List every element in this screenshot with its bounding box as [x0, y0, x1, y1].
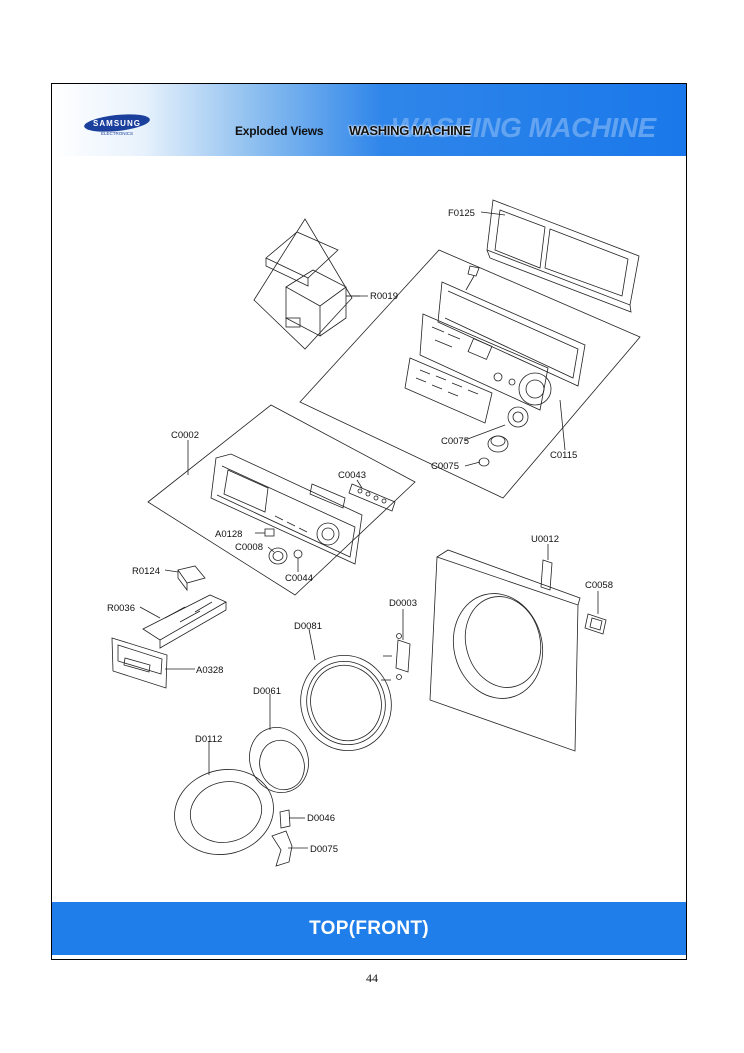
label-d0046: D0046 [307, 813, 335, 824]
label-d0112: D0112 [195, 734, 222, 745]
view-title: TOP(FRONT) [309, 917, 429, 939]
part-c0043-button-strip [348, 483, 396, 512]
brand-subtitle: ELECTRONICS [101, 131, 133, 136]
label-c0058: C0058 [585, 580, 613, 591]
part-c0008-ring [268, 547, 288, 565]
leader-lines [139, 211, 599, 849]
section-label: Exploded Views [235, 124, 324, 138]
label-c0044: C0044 [285, 573, 313, 584]
region-upper-panel [299, 249, 641, 499]
part-d0075-handle [271, 830, 293, 867]
label-c0043: C0043 [338, 470, 366, 481]
label-c0008: C0008 [235, 542, 263, 553]
region-control-box [253, 218, 353, 350]
part-c0044-button [293, 549, 303, 559]
part-c0002-control-panel [210, 453, 363, 565]
label-a0328: A0328 [196, 665, 223, 676]
page-frame: SAMSUNG ELECTRONICS Exploded Views WASHI… [51, 83, 687, 960]
part-switch-board [404, 357, 493, 424]
title-watermark: WASHING MACHINE [391, 112, 656, 143]
label-a0128: A0128 [215, 529, 242, 540]
label-d0075: D0075 [310, 844, 338, 855]
label-r0036: R0036 [107, 603, 135, 614]
header-banner: SAMSUNG ELECTRONICS Exploded Views WASHI… [52, 84, 686, 156]
label-d0061: D0061 [253, 686, 281, 697]
part-a0128-lens [264, 528, 275, 537]
label-c0075-a: C0075 [441, 436, 469, 447]
part-d0003-hinge [381, 633, 411, 681]
part-a0328-drawer-panel [111, 637, 168, 689]
part-encoder [507, 406, 529, 428]
label-f0125: F0125 [448, 208, 475, 219]
footer-banner: TOP(FRONT) [52, 902, 686, 955]
part-f0125-frame [486, 199, 640, 313]
part-d0061-glass [249, 727, 309, 793]
part-u0012-front-panel [429, 549, 581, 752]
label-c0002: C0002 [171, 430, 199, 441]
label-r0124: R0124 [132, 566, 160, 577]
part-knob-holder [518, 372, 552, 406]
samsung-logo: SAMSUNG ELECTRONICS [84, 114, 150, 136]
part-pcb-board [419, 313, 549, 411]
part-r0124-cover [177, 565, 206, 592]
part-d0112-door-frame [174, 769, 274, 855]
part-c0058-latch [584, 613, 607, 635]
part-c0115-panel [437, 265, 586, 387]
region-control-panel [147, 404, 416, 596]
part-c0075-knob [478, 435, 509, 467]
label-u0012: U0012 [531, 534, 559, 545]
label-r0019: R0019 [370, 291, 398, 302]
part-r0036-drawer [142, 594, 227, 649]
part-r0019-box [265, 231, 360, 337]
page-number: 44 [366, 971, 378, 985]
page-title: WASHING MACHINE [349, 123, 471, 138]
label-c0115: C0115 [550, 450, 577, 461]
part-d0081-door-ring [300, 654, 392, 752]
label-d0003: D0003 [389, 598, 417, 609]
part-d0046-hinge-pin [279, 809, 291, 829]
label-d0081: D0081 [294, 621, 322, 632]
label-c0075-b: C0075 [431, 461, 459, 472]
brand-name: SAMSUNG [93, 119, 141, 128]
